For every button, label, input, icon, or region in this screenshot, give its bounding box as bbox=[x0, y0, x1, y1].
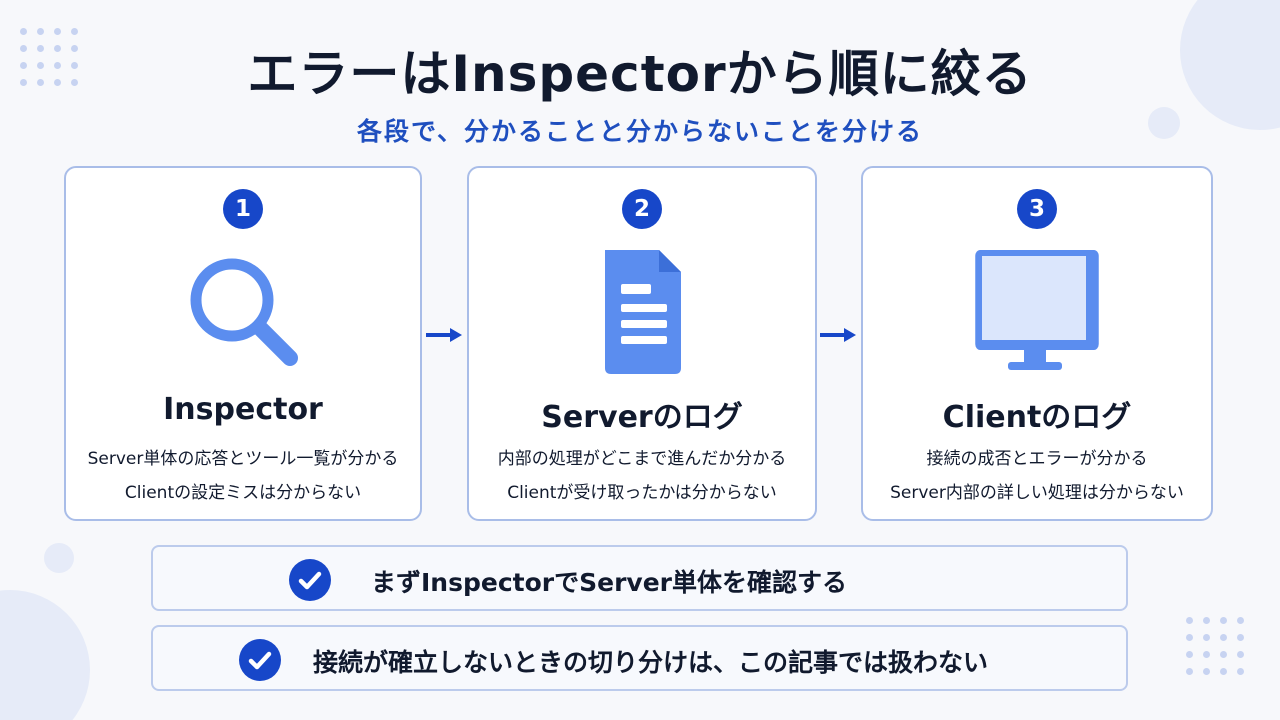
note-box-first-check: まずInspectorでServer単体を確認する bbox=[151, 545, 1128, 611]
arrow-right-icon bbox=[820, 328, 856, 342]
note-box-out-of-scope: 接続が確立しないときの切り分けは、この記事では扱わない bbox=[151, 625, 1128, 691]
step-title: Inspector bbox=[163, 392, 323, 427]
step-unknown-text: Clientの設定ミスは分からない bbox=[124, 483, 362, 503]
deco-circle-bottom-left bbox=[0, 590, 90, 720]
step-card-client-log: 3 Clientのログ 接続の成否とエラーが分かる Server内部の詳しい処理… bbox=[861, 166, 1213, 521]
step-number-badge: 1 bbox=[223, 189, 263, 229]
step-card-inspector: 1 Inspector Server単体の応答とツール一覧が分かる Client… bbox=[64, 166, 422, 521]
step-title: Serverのログ bbox=[541, 400, 743, 435]
step-known-text: Server単体の応答とツール一覧が分かる bbox=[87, 449, 399, 469]
page-title: エラーはInspectorから順に絞る bbox=[247, 45, 1033, 103]
step-number-badge: 2 bbox=[622, 189, 662, 229]
step-known-text: 内部の処理がどこまで進んだか分かる bbox=[497, 449, 787, 469]
step-title: Clientのログ bbox=[942, 400, 1132, 435]
note-text: 接続が確立しないときの切り分けは、この記事では扱わない bbox=[313, 648, 989, 677]
dot-grid-bottom-right bbox=[1186, 617, 1244, 675]
check-circle-icon bbox=[289, 559, 331, 601]
arrow-right-icon bbox=[426, 328, 462, 342]
note-text: まずInspectorでServer単体を確認する bbox=[371, 568, 847, 597]
page-subtitle: 各段で、分かることと分からないことを分ける bbox=[356, 117, 923, 146]
step-unknown-text: Clientが受け取ったかは分からない bbox=[507, 483, 777, 503]
monitor-icon bbox=[975, 250, 1099, 370]
deco-circle-small-left bbox=[44, 543, 74, 573]
step-card-server-log: 2 Serverのログ 内部の処理がどこまで進んだか分かる Clientが受け取… bbox=[467, 166, 817, 521]
deco-circle-small-right bbox=[1148, 107, 1180, 139]
check-circle-icon bbox=[239, 639, 281, 681]
dot-grid-top-left bbox=[20, 28, 78, 86]
document-icon bbox=[605, 250, 681, 374]
magnifier-icon bbox=[190, 258, 298, 366]
step-known-text: 接続の成否とエラーが分かる bbox=[926, 449, 1148, 469]
step-unknown-text: Server内部の詳しい処理は分からない bbox=[890, 483, 1184, 503]
step-number-badge: 3 bbox=[1017, 189, 1057, 229]
